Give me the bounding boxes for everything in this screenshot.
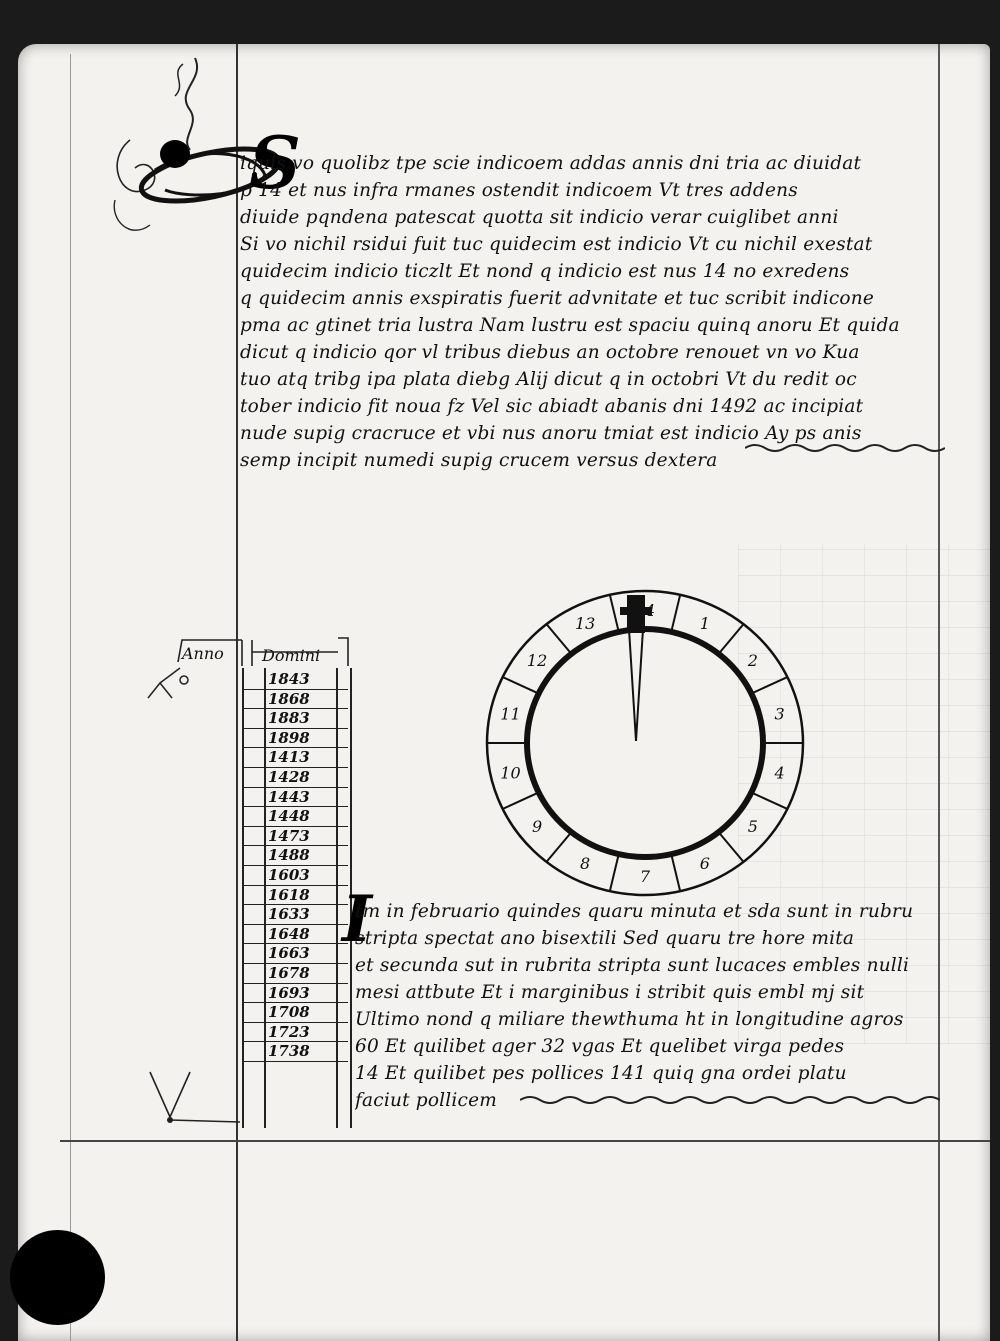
wheel-number: 1 xyxy=(700,614,710,633)
wheel-number: 10 xyxy=(500,764,520,783)
table-row: 1663 xyxy=(242,944,348,964)
indiction-wheel: 1412345678910111213 xyxy=(485,589,805,897)
text-line: dicut q indicio qor vl tribus diebus an … xyxy=(240,342,860,363)
wheel-numbers: 1412345678910111213 xyxy=(500,601,784,886)
text-line: q quidecim annis exspiratis fuerit advni… xyxy=(240,288,875,309)
wheel-spoke xyxy=(502,676,540,695)
text-line: 60 Et quilibet ager 32 vgas Et quelibet … xyxy=(355,1036,845,1057)
text-line: semp incipit numedi supig crucem versus … xyxy=(240,450,718,471)
wheel-number: 4 xyxy=(773,764,784,783)
wheel-number: 8 xyxy=(580,854,590,873)
table-row: 1448 xyxy=(242,807,348,827)
table-header-rule xyxy=(177,637,349,666)
wheel-number: 2 xyxy=(747,651,758,670)
text-line: faciut pollicem xyxy=(355,1090,497,1111)
table-row: 1843 xyxy=(242,670,348,690)
wheel-spoke xyxy=(502,791,540,810)
wheel-number: 9 xyxy=(532,817,542,836)
table-row: 1443 xyxy=(242,788,348,808)
tree-mark xyxy=(149,1071,241,1123)
table-row: 1473 xyxy=(242,827,348,847)
paragraph-february: tm in februario quindes quaru minuta et … xyxy=(355,898,940,1114)
text-line: et secunda sut in rubrita stripta sunt l… xyxy=(355,955,910,976)
lower-left-rule xyxy=(70,54,71,1341)
text-line: nude supig cracruce et vbi nus anoru tmi… xyxy=(240,423,862,444)
text-line: tm in februario quindes quaru minuta et … xyxy=(355,901,914,922)
initial-letter-i: I xyxy=(342,882,372,957)
wheel-number: 5 xyxy=(748,817,758,836)
wheel-outer-ring xyxy=(485,589,805,897)
table-row: 1488 xyxy=(242,846,348,866)
text-line: tuo atq tribg ipa plata diebg Alij dicut… xyxy=(240,369,857,390)
table-row: 1648 xyxy=(242,925,348,945)
table-row: 1868 xyxy=(242,690,348,710)
table-row: 1428 xyxy=(242,768,348,788)
table-row: 1898 xyxy=(242,729,348,749)
wheel-number: 7 xyxy=(640,867,651,886)
table-side-mark xyxy=(147,667,189,699)
wheel-number: 3 xyxy=(774,704,784,723)
table-inner-column xyxy=(264,668,338,1128)
wheel-spoke xyxy=(545,831,573,863)
paragraph-end-flourish xyxy=(520,1096,940,1104)
wheel-spoke xyxy=(608,594,620,633)
ink-blot xyxy=(160,140,190,168)
text-line: diuide pqndena patescat quotta sit indic… xyxy=(240,207,839,228)
wheel-number: 13 xyxy=(575,614,595,633)
left-margin-rule xyxy=(236,44,238,1341)
table-row: 1618 xyxy=(242,886,348,906)
wheel-spoke xyxy=(717,831,745,863)
text-line: tober indicio fit noua fz Vel sic abiadt… xyxy=(240,396,864,417)
table-row: 1678 xyxy=(242,964,348,984)
wheel-spoke xyxy=(750,676,788,695)
initial-letter-s: S xyxy=(249,120,301,205)
line-end-flourish xyxy=(745,444,945,452)
wheel-spokes xyxy=(487,594,803,892)
text-line: Ultimo nond q miliare thewthuma ht in lo… xyxy=(355,1009,904,1030)
table-row: 1603 xyxy=(242,866,348,886)
manuscript-page xyxy=(18,44,993,1341)
text-line: iquis vo quolibz tpe scie indicoem addas… xyxy=(240,153,862,174)
table-row: 1633 xyxy=(242,905,348,925)
wheel-spoke xyxy=(545,623,573,655)
wheel-spoke xyxy=(717,623,745,655)
right-margin-rule xyxy=(938,44,940,1341)
wheel-spoke xyxy=(608,853,620,892)
text-line: pma ac gtinet tria lustra Nam lustru est… xyxy=(240,315,900,336)
table-header-anno: Anno xyxy=(182,644,224,663)
wheel-inner-ring xyxy=(524,626,766,860)
table-row: 1883 xyxy=(242,709,348,729)
paragraph-indiction: iquis vo quolibz tpe scie indicoem addas… xyxy=(240,150,940,474)
table-row: 1738 xyxy=(242,1042,348,1062)
table-row: 1413 xyxy=(242,748,348,768)
bleed-through-grid xyxy=(738,544,993,1044)
table-row: 1708 xyxy=(242,1003,348,1023)
text-line: p 14 et nus infra rmanes ostendit indico… xyxy=(240,180,798,201)
text-line: 14 Et quilibet pes pollices 141 quiq gna… xyxy=(355,1063,847,1084)
bottom-rule xyxy=(60,1140,990,1142)
text-line: stripta spectat ano bisextili Sed quaru … xyxy=(355,928,855,949)
table-row: 1723 xyxy=(242,1023,348,1043)
initial-flourish xyxy=(113,57,282,231)
wheel-number: 11 xyxy=(500,704,520,723)
text-line: Si vo nichil rsidui fuit tuc quidecim es… xyxy=(240,234,873,255)
table-bottom-mark xyxy=(140,1062,241,1132)
wheel-spoke xyxy=(670,853,682,892)
table-row: 1693 xyxy=(242,984,348,1004)
table-frame xyxy=(242,668,352,1128)
pointer-cross xyxy=(620,607,652,615)
wheel-spoke xyxy=(670,594,682,633)
wheel-number: 6 xyxy=(700,854,710,873)
text-line: quidecim indicio ticzlt Et nond q indici… xyxy=(240,261,850,282)
text-line: mesi attbute Et i marginibus i stribit q… xyxy=(355,982,865,1003)
binding-hole xyxy=(10,1230,105,1325)
table-header-domini: Domini xyxy=(262,646,321,665)
wheel-number: 12 xyxy=(527,651,547,670)
wheel-spoke xyxy=(750,791,788,810)
